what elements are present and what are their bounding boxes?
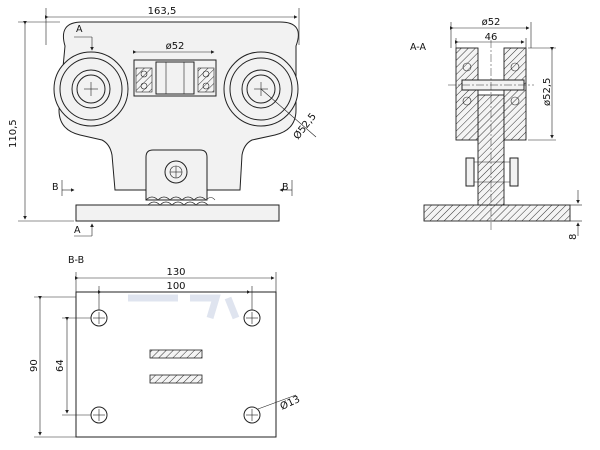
plate-width-outer: 130	[166, 267, 185, 278]
section-a-top: A	[76, 24, 83, 35]
section-height-dimension: ø52,5	[542, 78, 553, 106]
left-wheel	[53, 51, 129, 127]
weld-slot-upper	[149, 349, 203, 359]
section-wheel-right	[503, 47, 527, 141]
section-b-right: B	[282, 182, 289, 193]
plate-height-inner: 64	[55, 359, 66, 372]
section-view: A-A ø52 46 ø52,5 8	[410, 17, 582, 240]
hole	[243, 406, 261, 424]
section-outer-dimension: ø52	[482, 17, 501, 28]
mounting-holes	[90, 309, 261, 424]
watermark	[128, 294, 240, 320]
plate-title: B-B	[68, 255, 84, 266]
section-base-plate	[423, 204, 571, 222]
plate-thickness-dimension: 8	[568, 234, 579, 240]
section-inner-dimension: 46	[485, 32, 498, 43]
height-dimension: 110,5	[8, 119, 19, 148]
plate-view: B-B 130 100 90 64	[29, 255, 302, 438]
bearing-dimension: ø52	[166, 41, 185, 52]
plate-height-outer: 90	[29, 359, 40, 372]
center-bearing	[133, 59, 217, 97]
section-wheel-left	[455, 47, 479, 141]
plate-width-inner: 100	[166, 281, 185, 292]
hole-diameter-dimension: Ø13	[278, 393, 302, 413]
section-a-bottom: A	[74, 225, 81, 236]
section-b-left: B	[52, 182, 59, 193]
weld-seam	[145, 196, 216, 201]
section-title: A-A	[410, 42, 427, 53]
base-plate	[75, 204, 280, 222]
weld-slot-lower	[149, 374, 203, 384]
width-dimension: 163,5	[148, 6, 177, 17]
front-view: 163,5 110,5 ø52 Ø52,5 A A B B	[8, 6, 319, 237]
